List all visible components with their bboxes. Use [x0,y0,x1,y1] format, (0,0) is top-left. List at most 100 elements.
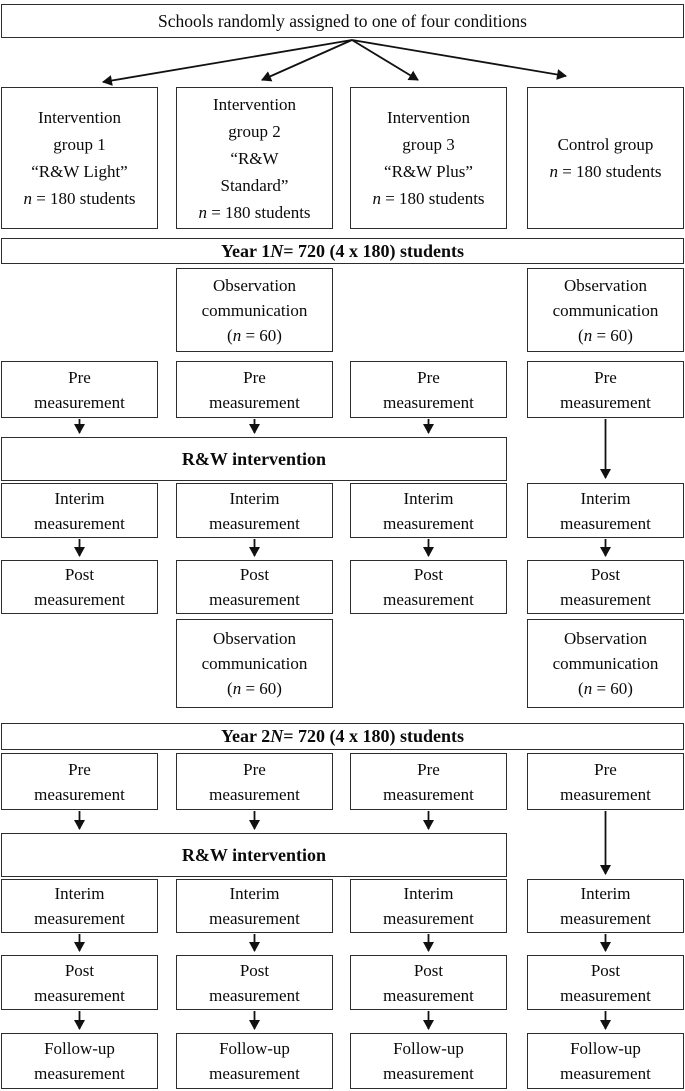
pre-measurement-box-y2-c2: Pre measurement [176,753,333,810]
interim-measurement-box-y1-c3: Interim measurement [350,483,507,538]
observation-line: communication [201,300,308,320]
group-line: Intervention [37,108,122,127]
measurement-line: Pre [417,367,440,387]
flow-arrow-assign-to-group1 [102,39,353,86]
flow-arrow-assign-to-group3 [351,39,419,81]
measurement-line: measurement [209,985,300,1005]
measurement-line: measurement [383,909,474,928]
observation-line: communication [201,654,308,673]
n-value: = 180 students [380,189,485,208]
observation-communication-box-y1b-c4: Observation communication (n = 60) [527,619,684,708]
measurement-line: measurement [34,909,125,928]
flow-arrow-assign-to-group2 [261,39,353,82]
n-value: = 60) [241,679,282,698]
measurement-line: Post [413,565,444,584]
measurement-line: Pre [594,367,617,387]
rw-intervention-bar-y1: R&W intervention [1,437,507,481]
measurement-line: measurement [383,513,474,533]
year1-prefix: Year 1 [221,240,271,261]
n-symbol: n [198,202,207,222]
n-value: = 60) [592,679,633,698]
measurement-line: Post [590,565,621,584]
observation-line: Observation [563,629,648,648]
group-sample-size: n = 180 students [198,199,310,226]
observation-line: Observation [212,275,297,295]
measurement-line: Follow-up [393,1039,464,1058]
measurement-line: Post [64,565,95,584]
measurement-line: measurement [209,1064,300,1083]
measurement-line: Follow-up [570,1039,641,1058]
year2-header-bar: Year 2 N = 720 (4 x 180) students [1,723,684,750]
pre-measurement-box-y1-c4: Pre measurement [527,361,684,418]
measurement-line: measurement [560,513,651,533]
pre-measurement-box-y2-c4: Pre measurement [527,753,684,810]
measurement-line: measurement [209,513,300,533]
group-line: group 2 [228,121,281,141]
followup-measurement-box-c4: Follow-up measurement [527,1033,684,1089]
measurement-line: Pre [243,759,266,779]
measurement-line: Interim [403,488,454,508]
interim-measurement-box-y2-c2: Interim measurement [176,879,333,933]
observation-sample-size: (n = 60) [578,323,633,348]
year2-suffix: = 720 (4 x 180) students [283,726,464,746]
measurement-line: measurement [383,784,474,804]
post-measurement-box-y2-c2: Post measurement [176,955,333,1010]
group-line: group 3 [402,135,455,154]
measurement-line: measurement [34,513,125,533]
measurement-line: measurement [560,590,651,609]
n-symbol: n [372,189,381,208]
year1-header-bar: Year 1 N = 720 (4 x 180) students [1,238,684,264]
measurement-line: Interim [54,488,105,508]
group-line: Intervention [212,94,297,114]
year1-n-symbol: N [270,240,284,261]
measurement-line: Post [64,960,95,980]
pre-measurement-box-y1-c1: Pre measurement [1,361,158,418]
measurement-line: Interim [229,488,280,508]
measurement-line: Interim [229,884,280,903]
n-value: = 60) [241,325,282,345]
intervention-group-2-box: Intervention group 2 “R&W Standard” n = … [176,87,333,229]
n-value: = 180 students [206,202,311,222]
n-symbol: n [583,679,593,698]
observation-line: Observation [563,275,648,295]
paren: ( [578,325,584,345]
group-sample-size: n = 180 students [23,185,135,212]
rw-intervention-label: R&W intervention [181,844,327,865]
pre-measurement-box-y2-c1: Pre measurement [1,753,158,810]
observation-sample-size: (n = 60) [227,323,282,348]
n-value: = 180 students [31,189,136,208]
measurement-line: Post [590,960,621,980]
measurement-line: measurement [34,784,125,804]
measurement-line: measurement [34,590,125,609]
followup-measurement-box-c1: Follow-up measurement [1,1033,158,1089]
interim-measurement-box-y2-c1: Interim measurement [1,879,158,933]
year2-n-symbol: N [270,726,284,746]
observation-line: Observation [212,629,297,648]
post-measurement-box-y1-c3: Post measurement [350,560,507,614]
group-line: Intervention [386,108,471,127]
year2-prefix: Year 2 [221,726,271,746]
post-measurement-box-y1-c1: Post measurement [1,560,158,614]
intervention-group-3-box: Intervention group 3 “R&W Plus” n = 180 … [350,87,507,229]
measurement-line: measurement [209,909,300,928]
rw-intervention-bar-y2: R&W intervention [1,833,507,877]
followup-measurement-box-c2: Follow-up measurement [176,1033,333,1089]
measurement-line: measurement [383,392,474,412]
group-line: Standard” [220,175,289,195]
measurement-line: Post [413,960,444,980]
measurement-line: measurement [209,784,300,804]
measurement-line: measurement [560,784,651,804]
post-measurement-box-y1-c2: Post measurement [176,560,333,614]
n-value: = 180 students [557,162,662,181]
post-measurement-box-y1-c4: Post measurement [527,560,684,614]
measurement-line: measurement [560,392,651,412]
schools-assignment-box: Schools randomly assigned to one of four… [1,4,684,38]
n-symbol: n [232,679,242,698]
paren: ( [227,325,233,345]
year1-suffix: = 720 (4 x 180) students [283,240,464,261]
measurement-line: Pre [594,759,617,779]
intervention-group-1-box: Intervention group 1 “R&W Light” n = 180… [1,87,158,229]
measurement-line: measurement [34,985,125,1005]
group-line: “R&W [230,148,279,168]
